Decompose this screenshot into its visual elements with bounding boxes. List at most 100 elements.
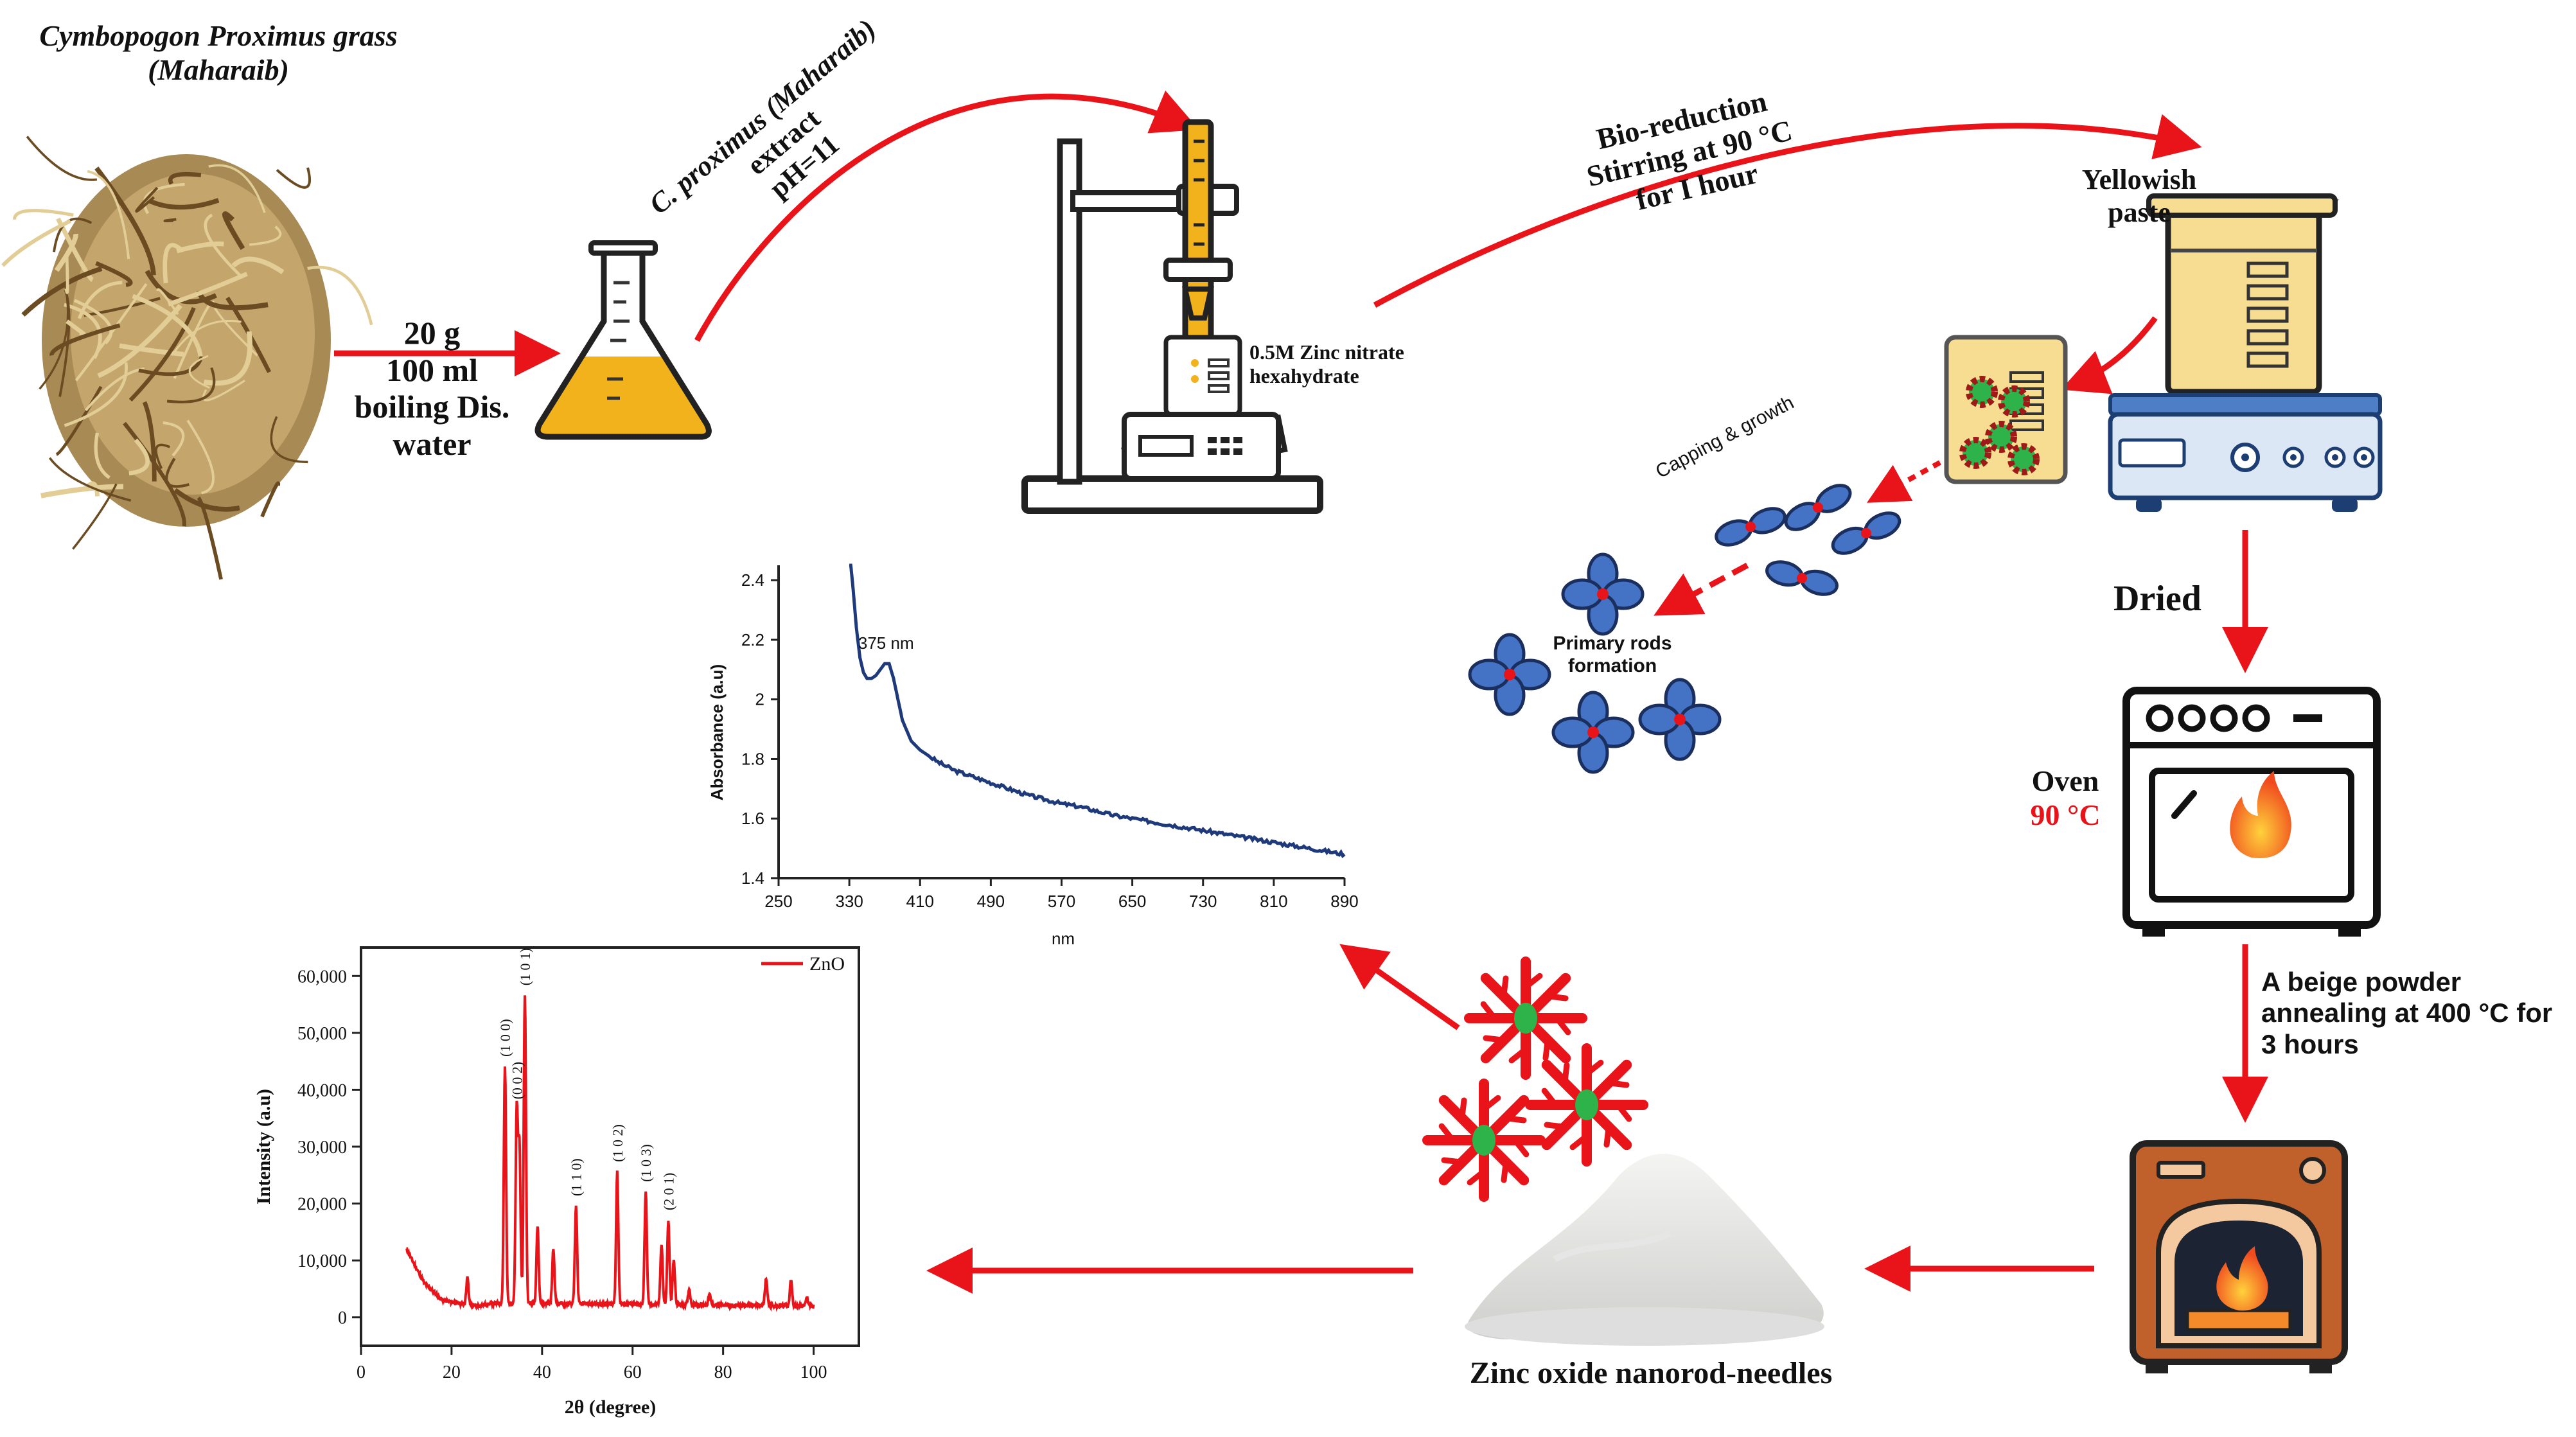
nanoneedle-star — [1464, 957, 1587, 1080]
xrd-x-tick-label: 100 — [800, 1362, 827, 1382]
oven-temp: 90 °C — [2030, 798, 2101, 831]
erlenmeyer-flask-icon — [534, 240, 712, 440]
nanoneedle-star — [1422, 1079, 1546, 1202]
primary-rod-cluster — [1551, 691, 1635, 774]
capping-molecule — [1784, 484, 1852, 531]
annealing-label: A beige powder annealing at 400 °C for 3… — [2261, 967, 2552, 1060]
xrd-y-tick-label: 20,000 — [297, 1195, 347, 1215]
uv-y-tick-label: 2.4 — [741, 570, 764, 590]
xrd-y-tick-label: 40,000 — [297, 1080, 347, 1100]
xrd-peak-label: (1 0 1) — [517, 948, 533, 986]
capping-molecule — [1715, 507, 1786, 547]
uv-y-label: Absorbance (a.u) — [707, 664, 727, 800]
paste-line-2: paste — [2108, 196, 2171, 228]
zinc-line-1: 0.5M Zinc nitrate — [1249, 340, 1404, 364]
zinc-nitrate-label: 0.5M Zinc nitrate hexahydrate — [1249, 340, 1404, 388]
capping-molecule — [1765, 560, 1839, 596]
nucleus-particle — [2007, 443, 2040, 475]
titration-stand-icon — [1021, 119, 1323, 514]
grass-title: Cymbopogon Proximus grass (Maharaib) — [26, 19, 411, 87]
nanoneedle-star — [1525, 1043, 1648, 1167]
furnace-icon — [2130, 1140, 2348, 1373]
primary-rod-cluster — [1468, 633, 1551, 716]
primary-rod-cluster — [1561, 552, 1645, 636]
xrd-y-tick-label: 10,000 — [297, 1251, 347, 1271]
zinc-line-2: hexahydrate — [1249, 364, 1359, 387]
anneal-line-2: annealing at 400 °C for — [2261, 998, 2553, 1028]
uv-y-tick-label: 1.8 — [741, 749, 764, 768]
extract-amount-label: 20 g 100 ml boiling Dis. water — [321, 315, 543, 463]
uv-x-tick-label: 250 — [764, 892, 792, 911]
xrd-x-label: 2θ (degree) — [565, 1397, 657, 1418]
xrd-y-tick-label: 60,000 — [297, 967, 347, 987]
xrd-pattern-series — [405, 995, 815, 1312]
xrd-peak-label: (1 1 0) — [569, 1158, 585, 1196]
xrd-x-tick-label: 40 — [533, 1362, 551, 1382]
uv-x-tick-label: 410 — [906, 892, 934, 911]
amount-water: 100 ml — [385, 351, 479, 388]
amount-water-desc-2: water — [393, 425, 472, 462]
xrd-x-tick-label: 20 — [443, 1362, 461, 1382]
grass-local-name: (Maharaib) — [148, 53, 289, 86]
product-label: Zinc oxide nanorod-needles — [1469, 1356, 1833, 1390]
uv-x-tick-label: 810 — [1260, 892, 1287, 911]
rods-line-2: formation — [1567, 655, 1657, 676]
arrow-burette-to-paste — [1373, 114, 2202, 308]
nucleus-particle — [1985, 421, 2017, 453]
xrd-x-tick-label: 80 — [714, 1362, 732, 1382]
nucleus-particle — [1959, 437, 1991, 469]
xrd-legend: ZnO — [761, 953, 845, 974]
uv-y-tick-label: 2 — [755, 690, 764, 709]
xrd-y-label: Intensity (a.u) — [253, 1089, 274, 1204]
uv-x-label: nm — [1052, 929, 1075, 948]
primary-rods-label: Primary rods formation — [1529, 633, 1696, 677]
uv-x-tick-label: 570 — [1048, 892, 1075, 911]
nucleus-particle — [1998, 385, 2030, 418]
arrow-capping — [1866, 460, 1941, 503]
oven-icon — [2122, 687, 2381, 937]
nucleation-beaker-icon — [1944, 335, 2068, 484]
xrd-peak-label: (1 0 2) — [610, 1124, 626, 1162]
uv-y-tick-label: 2.2 — [741, 630, 764, 649]
uv-x-tick-label: 890 — [1330, 892, 1358, 911]
oven-label: Oven 90 °C — [2011, 764, 2120, 833]
uv-absorbance-series — [849, 563, 1346, 858]
xrd-peak-label: (2 0 1) — [660, 1172, 676, 1210]
arrow-flask-to-burette — [694, 90, 1199, 342]
xrd-y-tick-label: 0 — [338, 1309, 347, 1328]
uv-x-tick-label: 730 — [1189, 892, 1217, 911]
uv-x-tick-label: 650 — [1118, 892, 1146, 911]
paste-line-1: Yellowish — [2081, 164, 2197, 195]
uv-peak-annotation: 375 nm — [858, 633, 914, 653]
anneal-line-1: A beige powder — [2261, 967, 2462, 997]
nucleus-particle — [1966, 376, 1998, 408]
oven-name: Oven — [2031, 764, 2099, 797]
primary-rod-cluster — [1638, 678, 1722, 761]
dried-label: Dried — [2113, 579, 2201, 619]
arrow-rods — [1654, 563, 1749, 616]
xrd-peak-label: (1 0 0) — [497, 1019, 513, 1057]
uv-y-tick-label: 1.4 — [741, 868, 764, 888]
rods-line-1: Primary rods — [1553, 633, 1672, 654]
xrd-peak-label: (1 0 3) — [638, 1144, 654, 1182]
xrd-x-tick-label: 60 — [624, 1362, 642, 1382]
grass-name: Cymbopogon Proximus grass — [39, 19, 398, 52]
uv-y-tick-label: 1.6 — [741, 809, 764, 828]
xrd-chart: 0 20 40 60 80 100 0 10,000 20,000 30,000 40,000 50,… — [253, 946, 860, 1418]
uv-x-tick-label: 330 — [835, 892, 863, 911]
capping-molecules-icon — [1715, 484, 1901, 596]
primary-rods-icon — [1468, 552, 1722, 774]
arrow-paste-to-nuclei — [2061, 316, 2158, 394]
xrd-x-tick-label: 0 — [357, 1362, 366, 1382]
amount-water-desc: boiling Dis. — [354, 389, 510, 425]
zno-powder-image — [1465, 1154, 1824, 1346]
xrd-y-tick-label: 30,000 — [297, 1138, 347, 1158]
xrd-y-tick-label: 50,000 — [297, 1024, 347, 1044]
amount-grass: 20 g — [403, 315, 461, 351]
xrd-peak-label: (0 0 2) — [509, 1062, 525, 1100]
anneal-line-3: 3 hours — [2261, 1028, 2359, 1059]
arrow-powder-to-uv — [1339, 944, 1460, 1030]
xrd-legend-label: ZnO — [809, 953, 845, 974]
